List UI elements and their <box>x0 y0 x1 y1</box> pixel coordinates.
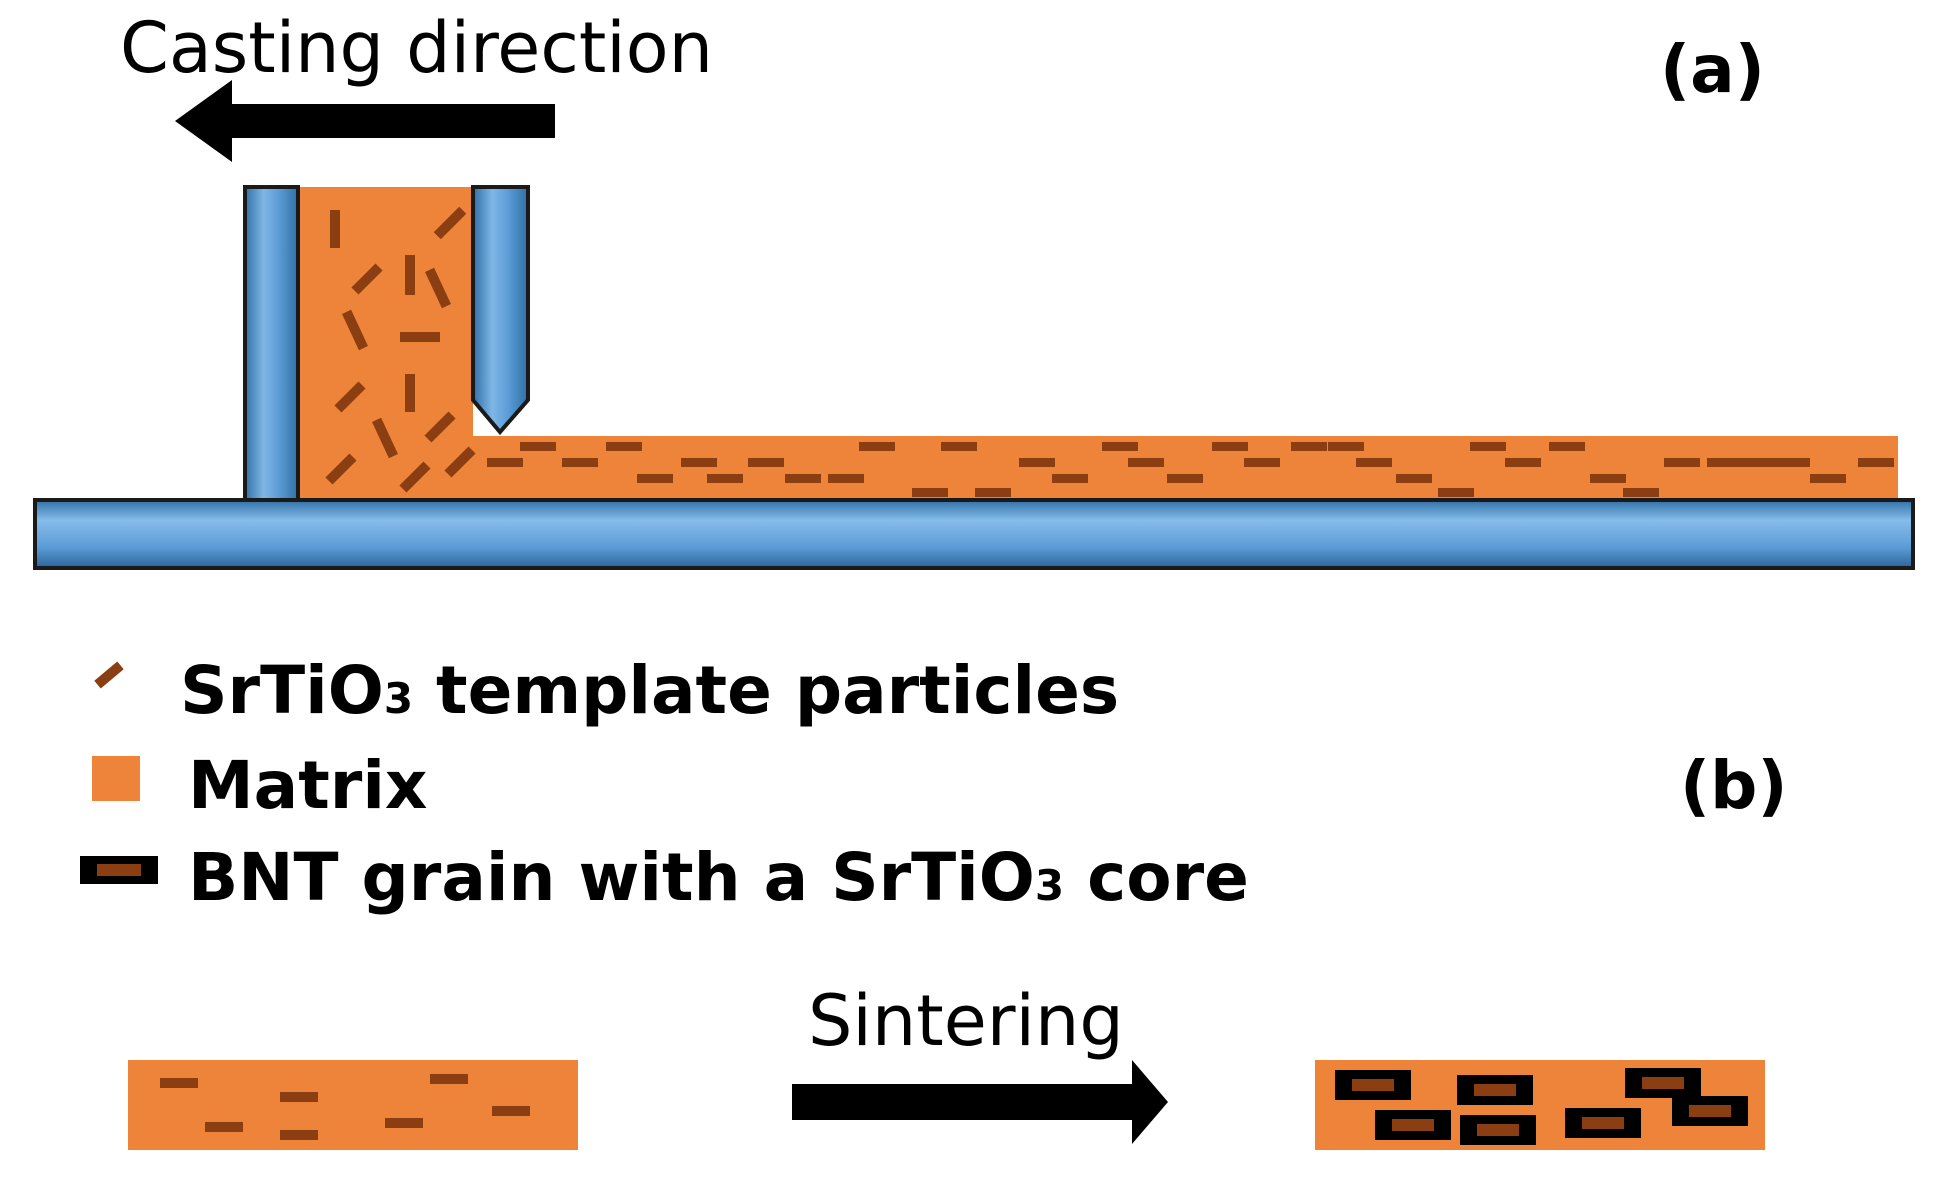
template-particle <box>785 474 821 483</box>
template-particle <box>372 417 398 459</box>
template-particle <box>1167 474 1203 483</box>
template-particle <box>1212 442 1248 451</box>
legend-template-swatch <box>94 661 124 689</box>
template-particle <box>975 488 1011 497</box>
template-particle <box>1707 458 1743 467</box>
template-particle <box>492 1106 530 1116</box>
template-particle <box>1739 458 1775 467</box>
template-particle <box>1774 458 1810 467</box>
carrier-substrate <box>33 498 1915 570</box>
template-particle <box>160 1078 198 1088</box>
template-particle <box>351 263 383 295</box>
template-particle <box>1623 488 1659 497</box>
template-particle <box>334 381 366 413</box>
template-particle <box>1396 474 1432 483</box>
template-particle <box>325 453 357 485</box>
template-particle <box>1549 442 1585 451</box>
legend-grain-swatch-core <box>97 864 141 876</box>
template-particle <box>1102 442 1138 451</box>
template-particle <box>562 458 598 467</box>
sintering-arrow <box>792 1060 1168 1144</box>
template-particle <box>520 442 556 451</box>
template-particle <box>1356 458 1392 467</box>
panel-b: (b) Sintering <box>128 747 1788 1150</box>
template-particle <box>444 446 476 478</box>
template-particle <box>1858 458 1894 467</box>
tape-particles <box>487 442 1894 497</box>
casting-direction-label: Casting direction <box>120 7 713 89</box>
template-particle <box>1128 458 1164 467</box>
template-particle <box>859 442 895 451</box>
srtio3-core <box>1477 1124 1519 1136</box>
template-particle <box>385 1118 423 1128</box>
template-particle <box>433 206 467 240</box>
template-particle <box>405 374 415 412</box>
template-particle <box>941 442 977 451</box>
template-particle <box>280 1092 318 1102</box>
green-tape <box>128 1060 578 1150</box>
legend: SrTiO3 template particles Matrix BNT gra… <box>80 652 1249 916</box>
srtio3-core <box>1392 1119 1434 1131</box>
template-particle <box>487 458 523 467</box>
legend-grain-label: BNT grain with a SrTiO3 core <box>188 839 1249 916</box>
template-particle <box>330 210 340 248</box>
template-particle <box>1328 442 1364 451</box>
left-blade <box>243 185 300 502</box>
template-particle <box>1291 442 1327 451</box>
srtio3-core <box>1582 1117 1624 1129</box>
slurry-reservoir <box>298 187 473 500</box>
template-particle <box>1505 458 1541 467</box>
srtio3-core <box>1474 1084 1516 1096</box>
legend-matrix-label: Matrix <box>188 747 428 824</box>
template-particle <box>205 1122 243 1132</box>
template-particle <box>405 255 415 295</box>
template-particle <box>430 1074 468 1084</box>
template-particle <box>1664 458 1700 467</box>
template-particle <box>1052 474 1088 483</box>
template-particle <box>912 488 948 497</box>
template-particle <box>1244 458 1280 467</box>
right-blade <box>471 185 530 436</box>
template-particle <box>424 411 456 443</box>
template-particle <box>342 309 368 351</box>
template-particle <box>425 267 451 309</box>
template-particle <box>637 474 673 483</box>
panel-a: Casting direction (a) <box>33 7 1915 570</box>
template-particle <box>1590 474 1626 483</box>
cast-tape <box>470 436 1898 500</box>
green-tape-particles <box>160 1074 530 1140</box>
template-particle <box>707 474 743 483</box>
legend-template-label: SrTiO3 template particles <box>180 652 1119 729</box>
template-particle <box>1470 442 1506 451</box>
casting-direction-arrow <box>175 80 555 162</box>
template-particle <box>748 458 784 467</box>
template-particle <box>606 442 642 451</box>
srtio3-core <box>1642 1077 1684 1089</box>
template-particle <box>681 458 717 467</box>
panel-b-label: (b) <box>1680 747 1788 824</box>
legend-matrix-swatch <box>92 756 140 801</box>
template-particle <box>1438 488 1474 497</box>
template-particle <box>400 332 440 342</box>
template-particle <box>280 1130 318 1140</box>
template-particle <box>1019 458 1055 467</box>
srtio3-core <box>1352 1079 1394 1091</box>
sintered-grains <box>1335 1068 1748 1145</box>
template-particle <box>828 474 864 483</box>
srtio3-core <box>1689 1105 1731 1117</box>
reservoir-particles <box>325 206 476 493</box>
panel-a-label: (a) <box>1660 31 1765 108</box>
sintering-label: Sintering <box>808 980 1124 1062</box>
template-particle <box>399 461 431 493</box>
template-particle <box>1810 474 1846 483</box>
